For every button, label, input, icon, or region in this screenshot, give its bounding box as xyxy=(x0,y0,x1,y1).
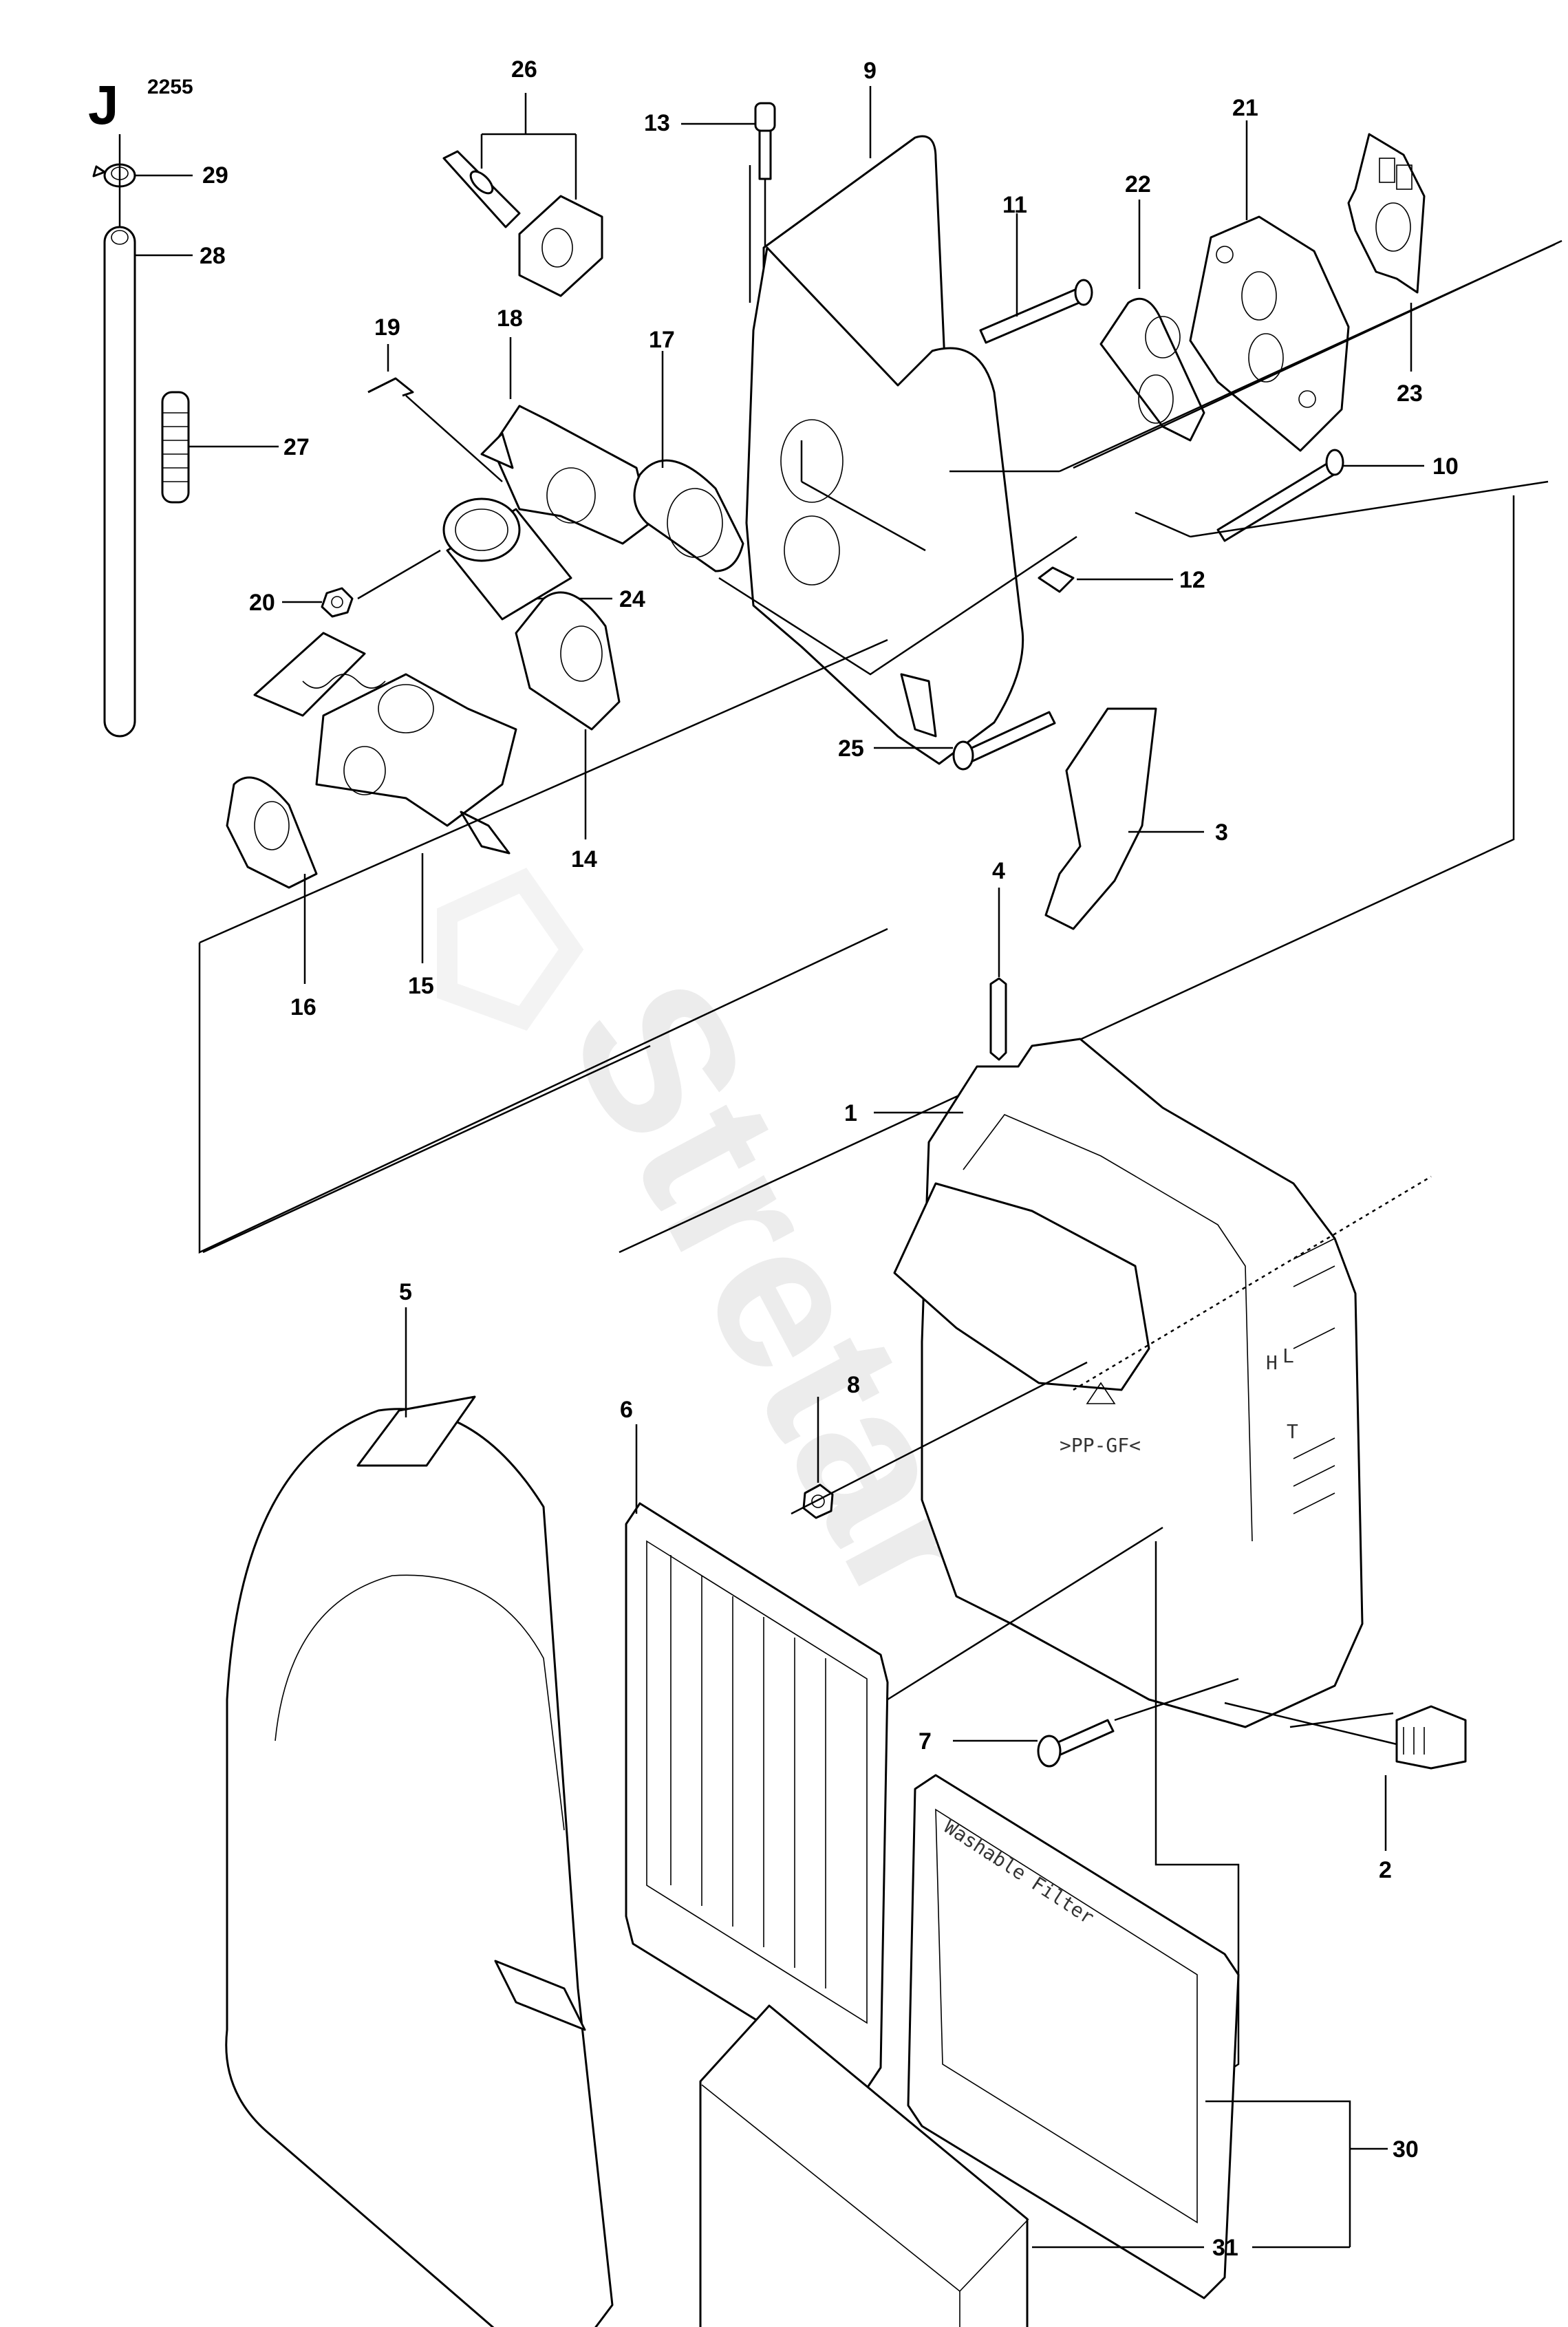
carb-mark-t: T xyxy=(1287,1420,1298,1443)
part-7-screw[interactable] xyxy=(1037,1719,1115,1768)
callout-24: 24 xyxy=(619,586,645,612)
callout-10: 10 xyxy=(1432,453,1459,480)
callout-2: 2 xyxy=(1379,1857,1392,1883)
part-15-carburetor[interactable] xyxy=(253,632,517,855)
callout-21: 21 xyxy=(1232,95,1258,121)
part-9-carburetor-housing[interactable] xyxy=(745,135,1024,765)
callout-25: 25 xyxy=(838,736,864,762)
callout-16: 16 xyxy=(290,994,316,1020)
part-10-bolt[interactable] xyxy=(1216,449,1344,542)
callout-28: 28 xyxy=(200,243,226,269)
part-11-bolt[interactable] xyxy=(979,279,1093,344)
callout-22: 22 xyxy=(1125,171,1151,197)
callout-18: 18 xyxy=(497,305,523,332)
part-20-nut[interactable] xyxy=(321,587,354,618)
callout-19: 19 xyxy=(374,314,400,341)
part-21-flange[interactable] xyxy=(1189,215,1350,452)
callout-26: 26 xyxy=(511,56,537,83)
part-17-gasket[interactable] xyxy=(633,459,744,572)
callout-11: 11 xyxy=(1002,192,1027,218)
part-25-screw[interactable] xyxy=(952,711,1056,771)
part-16-gasket[interactable] xyxy=(226,776,318,889)
part-30-washable-filter-frame[interactable]: Washable Filter xyxy=(907,1774,1240,2299)
watermark-logo-icon xyxy=(437,868,584,1031)
part-2-latch[interactable] xyxy=(1395,1705,1467,1770)
part-27-spring[interactable] xyxy=(161,391,190,504)
callout-20: 20 xyxy=(249,590,275,616)
part-12-square-nut[interactable] xyxy=(1038,566,1075,593)
part-28-fuel-hose[interactable] xyxy=(103,226,136,738)
callout-23: 23 xyxy=(1397,380,1423,407)
part-13-screw[interactable] xyxy=(754,102,776,180)
section-letter: J xyxy=(88,74,119,136)
part-26-fuel-fitting[interactable] xyxy=(442,150,603,297)
part-22-gasket[interactable] xyxy=(1099,297,1205,442)
part-23-gasket[interactable] xyxy=(1347,133,1426,294)
callout-3: 3 xyxy=(1215,819,1228,846)
callout-27: 27 xyxy=(283,434,310,460)
part-4-clip[interactable] xyxy=(989,977,1007,1061)
callout-6: 6 xyxy=(620,1397,633,1423)
callout-30: 30 xyxy=(1393,2136,1419,2163)
callout-29: 29 xyxy=(202,162,228,189)
part-18-adapter-lever[interactable] xyxy=(480,405,652,545)
recycle-icon xyxy=(1086,1382,1116,1404)
callout-17: 17 xyxy=(649,327,675,353)
callout-14: 14 xyxy=(571,846,597,872)
callout-12: 12 xyxy=(1179,567,1205,593)
carb-mark-h: H xyxy=(1266,1351,1278,1374)
part-19-link-rod[interactable] xyxy=(367,377,414,397)
part-31-foam-block[interactable] xyxy=(699,2004,1029,2327)
part-6-air-filter[interactable] xyxy=(625,1502,889,2090)
material-marking: >PP-GF< xyxy=(1060,1434,1141,1457)
callout-15: 15 xyxy=(408,973,434,999)
part-5-cover[interactable] xyxy=(225,1395,614,2327)
model-number: 2255 xyxy=(147,76,193,98)
part-29-hose-clamp[interactable] xyxy=(92,163,136,188)
callout-8: 8 xyxy=(847,1372,860,1398)
part-3-bracket[interactable] xyxy=(1044,707,1157,930)
callout-31: 31 xyxy=(1212,2235,1238,2261)
callout-5: 5 xyxy=(399,1279,412,1305)
part-1-filter-housing[interactable]: >PP-GF< H L T xyxy=(893,1038,1364,1728)
callout-4: 4 xyxy=(992,858,1005,884)
carb-mark-l: L xyxy=(1282,1344,1294,1367)
callout-7: 7 xyxy=(919,1728,932,1755)
callout-13: 13 xyxy=(644,110,670,136)
part-24-intake-bellows[interactable] xyxy=(442,497,572,621)
callout-1: 1 xyxy=(844,1100,857,1126)
callout-9: 9 xyxy=(863,58,877,84)
part-14-gasket[interactable] xyxy=(515,591,621,731)
